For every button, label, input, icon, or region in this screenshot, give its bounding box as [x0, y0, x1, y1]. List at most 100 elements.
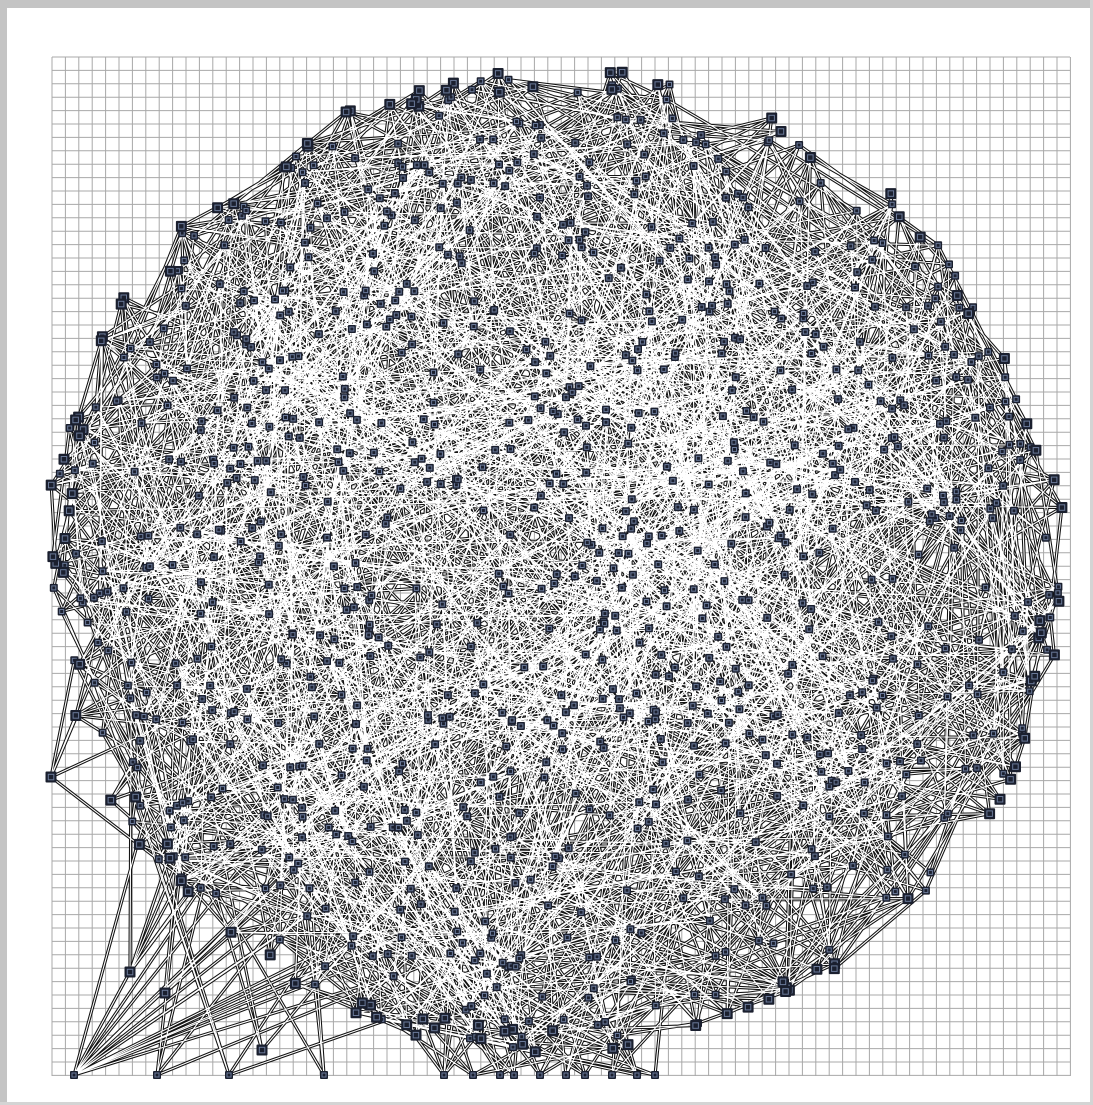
graph-node: [577, 316, 586, 325]
node-marker-inner: [551, 723, 556, 729]
graph-node: [542, 369, 551, 378]
node-marker-inner: [619, 585, 625, 591]
graph-node: [59, 533, 71, 544]
node-marker-inner: [92, 440, 97, 445]
node-marker-inner: [507, 834, 513, 840]
node-marker-inner: [153, 362, 159, 367]
graph-node: [605, 811, 614, 820]
node-marker-inner: [402, 807, 408, 813]
graph-node: [711, 951, 720, 960]
node-marker-inner: [1006, 414, 1012, 420]
node-marker: [391, 296, 400, 305]
node-marker-inner: [550, 409, 556, 414]
node-marker-inner: [502, 183, 508, 189]
node-marker-inner: [728, 541, 734, 547]
node-marker: [395, 767, 404, 776]
graph-node: [45, 479, 57, 491]
graph-node: [412, 584, 421, 593]
graph-node: [544, 901, 553, 910]
node-marker-inner: [1043, 535, 1049, 541]
node-marker: [722, 167, 731, 176]
node-marker: [824, 749, 832, 758]
node-marker-inner: [813, 966, 821, 973]
node-marker: [636, 115, 645, 124]
graph-node: [470, 297, 479, 306]
node-marker-inner: [105, 589, 111, 595]
node-marker-inner: [884, 812, 889, 818]
node-marker-inner: [940, 493, 946, 498]
graph-node: [274, 719, 283, 727]
graph-node: [229, 328, 238, 337]
node-marker-inner: [916, 713, 922, 718]
graph-node: [1030, 444, 1042, 456]
graph-node: [347, 941, 356, 950]
node-marker-inner: [508, 855, 514, 861]
node-marker: [177, 284, 186, 293]
node-marker: [339, 466, 348, 475]
graph-node: [193, 654, 202, 663]
node-marker: [1019, 732, 1031, 744]
graph-node: [650, 407, 659, 416]
node-marker: [623, 140, 632, 149]
node-marker: [891, 887, 900, 896]
graph-node: [481, 917, 490, 926]
node-marker: [834, 395, 842, 404]
graph-node: [281, 386, 289, 395]
graph-node: [593, 1021, 602, 1029]
graph-node: [311, 980, 319, 989]
graph-node: [265, 422, 274, 431]
graph-node: [599, 743, 608, 752]
graph-node: [516, 722, 525, 730]
graph-node: [718, 412, 727, 421]
node-marker-inner: [424, 479, 430, 485]
node-marker: [557, 691, 566, 700]
graph-node: [224, 216, 233, 224]
node-marker-inner: [543, 370, 549, 376]
graph-node: [584, 192, 592, 201]
node-marker-inner: [911, 326, 917, 332]
node-marker-inner: [431, 400, 437, 406]
node-marker-inner: [506, 168, 512, 174]
node-marker-inner: [230, 200, 237, 207]
node-marker-inner: [238, 461, 243, 467]
graph-node: [725, 287, 734, 296]
node-marker: [618, 532, 627, 541]
node-marker: [581, 228, 590, 237]
node-marker-inner: [278, 531, 284, 537]
node-marker-inner: [494, 70, 502, 77]
node-marker-inner: [719, 350, 725, 356]
node-marker: [435, 243, 444, 252]
node-marker-inner: [443, 86, 450, 94]
node-marker-inner: [342, 209, 347, 215]
node-marker-inner: [353, 721, 359, 727]
graph-node: [799, 552, 808, 561]
node-marker-inner: [561, 1017, 567, 1023]
node-marker: [323, 657, 331, 666]
node-marker: [493, 86, 505, 98]
node-marker-inner: [209, 707, 215, 713]
graph-node: [624, 549, 633, 558]
node-marker: [803, 733, 812, 742]
node-marker: [816, 750, 824, 759]
node-marker: [885, 188, 897, 200]
node-marker-inner: [892, 434, 897, 440]
node-marker-inner: [624, 1041, 632, 1048]
node-marker-inner: [321, 1072, 327, 1078]
node-marker: [799, 801, 808, 810]
graph-node: [177, 284, 186, 293]
graph-node: [401, 857, 409, 866]
node-marker-inner: [100, 568, 106, 574]
node-marker-inner: [196, 493, 202, 499]
graph-node: [927, 510, 936, 519]
node-marker-inner: [735, 689, 741, 695]
graph-node: [526, 875, 535, 884]
node-marker: [226, 464, 235, 473]
node-marker: [513, 158, 522, 167]
node-marker: [652, 800, 660, 809]
node-marker-inner: [231, 395, 237, 401]
graph-node: [888, 200, 897, 209]
node-marker: [924, 351, 933, 360]
graph-node: [722, 280, 731, 289]
node-marker: [261, 217, 270, 226]
